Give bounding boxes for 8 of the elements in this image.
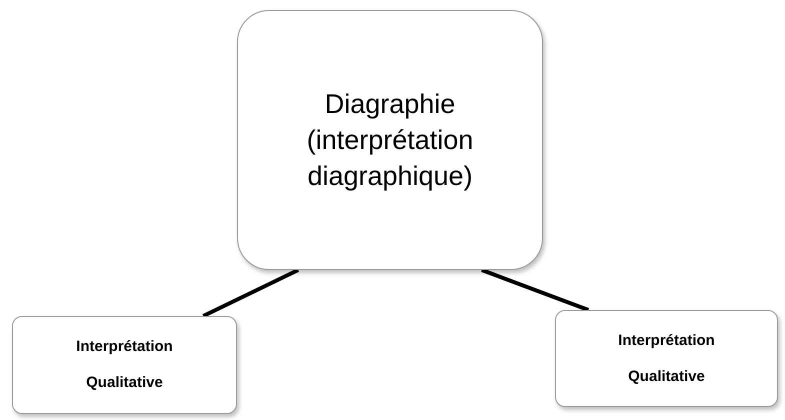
rounded-box	[12, 316, 237, 414]
rounded-box	[555, 310, 778, 407]
connector-line	[481, 268, 590, 312]
box-label: Interprétation Qualitative	[75, 337, 174, 393]
connector-line	[202, 268, 300, 318]
rounded-box	[237, 10, 543, 270]
box-label: Interprétation Qualitative	[617, 330, 716, 386]
box-label: Diagraphie (interprétation diagraphique)	[306, 88, 474, 193]
